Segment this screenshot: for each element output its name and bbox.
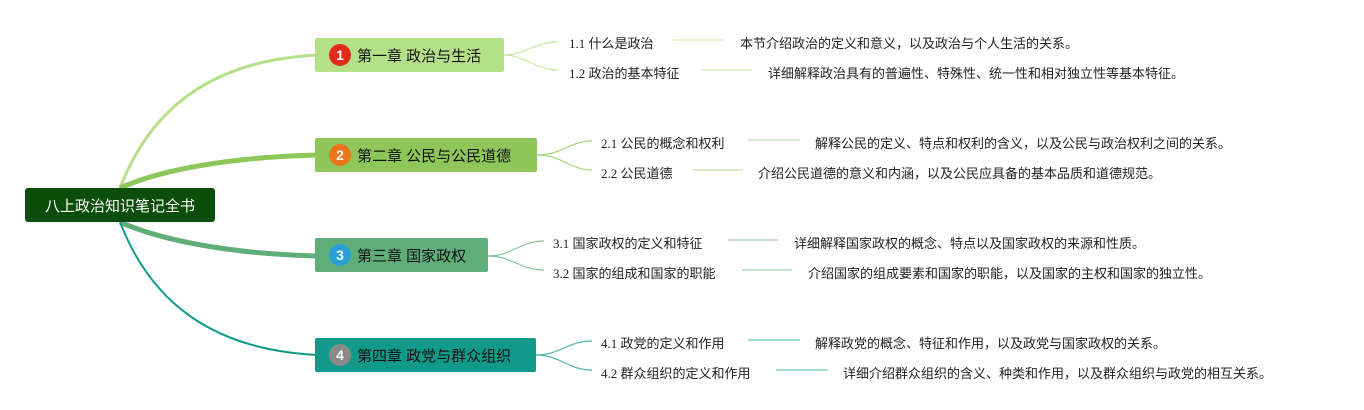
chapter-4-title: 第四章 政党与群众组织: [357, 347, 512, 365]
section-1-2-desc: 详细解释政治具有的普遍性、特殊性、统一性和相对独立性等基本特征。: [768, 66, 1185, 81]
section-1-2[interactable]: 1.2 政治的基本特征: [569, 66, 680, 81]
section-4-2[interactable]: 4.2 群众组织的定义和作用: [601, 366, 751, 381]
section-2-2[interactable]: 2.2 公民道德: [601, 166, 673, 181]
root-topic[interactable]: 八上政治知识笔记全书: [25, 188, 215, 222]
chapter-2-node[interactable]: 2 第二章 公民与公民道德: [315, 138, 537, 172]
section-3-2[interactable]: 3.2 国家的组成和国家的职能: [553, 266, 716, 281]
chapter-1-title: 第一章 政治与生活: [357, 47, 482, 65]
chapter-1-node[interactable]: 1 第一章 政治与生活: [315, 38, 504, 72]
branch-ch2: [118, 152, 319, 191]
chapter-4-node[interactable]: 4 第四章 政党与群众组织: [315, 338, 536, 372]
section-3-1[interactable]: 3.1 国家政权的定义和特征: [553, 236, 703, 251]
section-4-1[interactable]: 4.1 政党的定义和作用: [601, 336, 725, 351]
branch-ch1: [118, 53, 319, 189]
section-2-2-desc: 介绍公民道德的意义和内涵，以及公民应具备的基本品质和道德规范。: [758, 166, 1162, 181]
badge-2-icon: 2: [329, 144, 351, 166]
section-2-1[interactable]: 2.1 公民的概念和权利: [601, 136, 725, 151]
branch-ch4: [119, 221, 319, 356]
branch-ch3: [118, 219, 319, 259]
section-4-1-desc: 解释政党的概念、特征和作用，以及政党与国家政权的关系。: [815, 336, 1167, 351]
chapter-2-title: 第二章 公民与公民道德: [357, 147, 512, 165]
section-3-1-desc: 详细解释国家政权的概念、特点以及国家政权的来源和性质。: [794, 236, 1146, 251]
chapter-3-node[interactable]: 3 第三章 国家政权: [315, 238, 488, 272]
root-label: 八上政治知识笔记全书: [44, 197, 195, 215]
chapter-3-title: 第三章 国家政权: [357, 247, 467, 265]
badge-1-icon: 1: [329, 44, 351, 66]
section-1-1-desc: 本节介绍政治的定义和意义，以及政治与个人生活的关系。: [740, 36, 1079, 51]
section-3-2-desc: 介绍国家的组成要素和国家的职能，以及国家的主权和国家的独立性。: [808, 266, 1212, 281]
section-4-2-desc: 详细介绍群众组织的含义、种类和作用，以及群众组织与政党的相互关系。: [843, 366, 1273, 381]
badge-4-icon: 4: [329, 344, 351, 366]
section-1-1[interactable]: 1.1 什么是政治: [569, 36, 654, 51]
section-2-1-desc: 解释公民的定义、特点和权利的含义，以及公民与政治权利之间的关系。: [815, 136, 1232, 151]
badge-3-icon: 3: [329, 244, 351, 266]
